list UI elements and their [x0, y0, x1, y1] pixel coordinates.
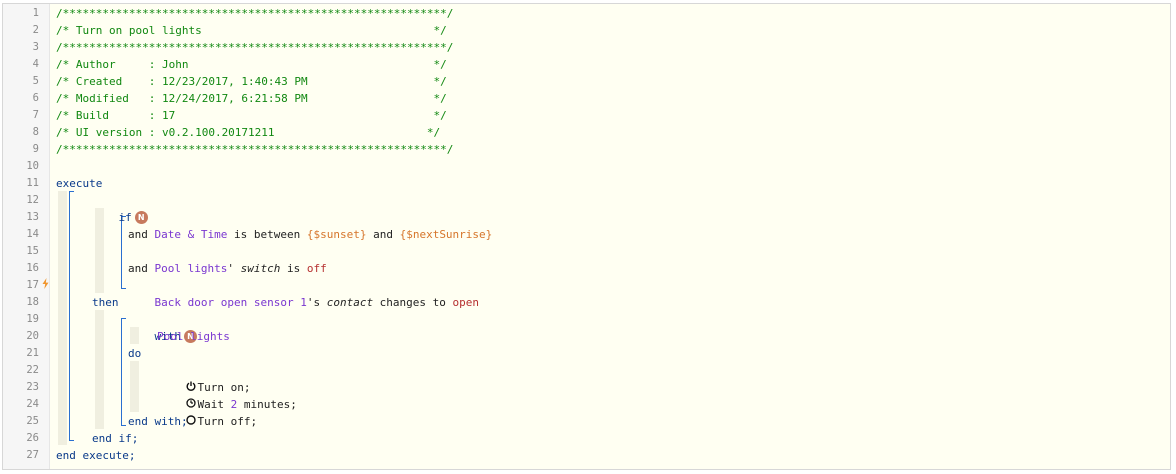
device-name: Pool lights	[154, 262, 228, 275]
circle-icon	[184, 413, 198, 430]
line-number: 24	[26, 398, 39, 410]
task-text: Turn off;	[197, 415, 258, 428]
line-number: 18	[26, 296, 39, 308]
variable-value: {$nextSunrise}	[399, 228, 493, 241]
operator: and	[366, 228, 400, 241]
operator: changes to	[373, 296, 453, 309]
statement-badge: N	[184, 329, 197, 343]
line-number: 11	[26, 177, 39, 189]
indent-guide	[130, 327, 139, 344]
end-with-keyword[interactable]: end with;	[128, 415, 188, 428]
task-wait[interactable]: Wait 2 minutes;	[157, 379, 297, 411]
task-turn-off[interactable]: Turn off;	[157, 396, 257, 428]
line-number: 13	[26, 211, 39, 223]
operator: is	[280, 262, 307, 275]
possessive: '	[227, 262, 241, 275]
possessive: 's	[306, 296, 327, 309]
line-number: 8	[32, 126, 39, 138]
condition-door-sensor[interactable]: Back door open sensor 1's contact change…	[128, 277, 480, 309]
with-keyword[interactable]: with	[154, 330, 182, 343]
line-number: 6	[32, 92, 39, 104]
line-number: 10	[26, 160, 39, 172]
line-number: 22	[26, 364, 39, 376]
line-number: 2	[32, 24, 39, 36]
conditions-brace	[121, 216, 126, 289]
attribute-name: switch	[240, 262, 281, 275]
task-text: Turn on;	[197, 381, 251, 394]
header-modified: /* Modified : 12/24/2017, 6:21:58 PM */	[56, 92, 447, 105]
header-border: /***************************************…	[56, 143, 454, 156]
execute-keyword[interactable]: execute	[56, 177, 103, 190]
line-number: 23	[26, 381, 39, 393]
indent-guide	[130, 361, 139, 412]
end-execute-keyword[interactable]: end execute;	[56, 449, 136, 462]
line-number: 19	[26, 313, 39, 325]
condition-pool-lights[interactable]: Pool lights' switch is off	[128, 243, 327, 275]
operator: is between	[227, 228, 307, 241]
line-number: 15	[26, 245, 39, 257]
header-created: /* Created : 12/23/2017, 1:40:43 PM */	[56, 75, 447, 88]
statement-badge: N	[134, 210, 148, 224]
then-keyword[interactable]: then	[92, 296, 119, 309]
line-number: 21	[26, 347, 39, 359]
line-number: 25	[26, 415, 39, 427]
end-if-keyword[interactable]: end if;	[92, 432, 139, 445]
line-number: 16	[26, 262, 39, 274]
header-author: /* Author : John */	[56, 58, 447, 71]
header-border: /***************************************…	[56, 41, 454, 54]
line-number: 27	[26, 449, 39, 461]
line-number: 26	[26, 432, 39, 444]
line-number: 9	[32, 143, 39, 155]
and-operator[interactable]: and	[128, 262, 148, 275]
line-number: 17	[26, 279, 39, 291]
indent-guide	[95, 310, 104, 429]
line-number: 14	[26, 228, 39, 240]
indent-guide	[95, 208, 104, 293]
line-number: 3	[32, 41, 39, 53]
bolt-icon	[42, 277, 49, 294]
task-text: minutes;	[237, 398, 297, 411]
and-operator[interactable]: and	[128, 228, 148, 241]
attribute-name: contact	[326, 296, 374, 309]
task-turn-on[interactable]: Turn on;	[157, 362, 250, 394]
power-icon	[184, 379, 198, 396]
header-border: /***************************************…	[56, 7, 454, 20]
value: off	[306, 262, 327, 275]
do-keyword[interactable]: do	[128, 347, 142, 360]
header-title: /* Turn on pool lights */	[56, 24, 447, 37]
line-number: 4	[32, 58, 39, 70]
line-number: 5	[32, 75, 39, 87]
header-ui-version: /* UI version : v0.2.100.20171211 */	[56, 126, 441, 139]
line-number: 12	[26, 194, 39, 206]
condition-date-time[interactable]: Date & Time is between {$sunset} and {$n…	[128, 209, 493, 241]
timer-icon	[184, 396, 198, 413]
device-name: Back door open sensor 1	[154, 296, 307, 309]
task-text: Wait	[197, 398, 231, 411]
if-keyword[interactable]: if	[118, 211, 132, 224]
line-number: 7	[32, 109, 39, 121]
with-device[interactable]: Pool lights	[157, 330, 230, 343]
line-number: 20	[26, 330, 39, 342]
value: open	[452, 296, 480, 309]
with-block-brace	[121, 318, 126, 426]
variable-value: {$sunset}	[306, 228, 367, 241]
line-number: 1	[32, 7, 39, 19]
header-build: /* Build : 17 */	[56, 109, 447, 122]
indent-guide	[58, 191, 67, 445]
wait-duration: 2	[230, 398, 238, 411]
device-name: Date & Time	[154, 228, 228, 241]
execute-block-brace	[69, 191, 74, 441]
